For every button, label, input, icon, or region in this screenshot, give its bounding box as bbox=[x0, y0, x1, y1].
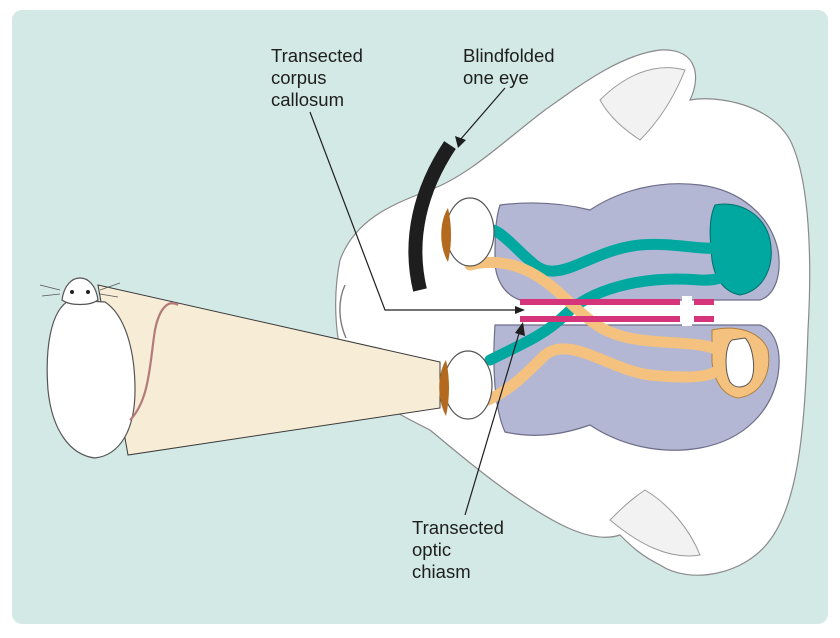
teal-optic-tract-upper bbox=[472, 222, 724, 277]
blindfold bbox=[408, 141, 456, 292]
chiasm-leader bbox=[464, 329, 521, 516]
callosum-upper-end bbox=[694, 299, 714, 305]
right-hemisphere bbox=[493, 324, 780, 451]
blindfold-leader bbox=[459, 87, 506, 141]
callosum-lower-end bbox=[694, 316, 714, 322]
orange-optic-tract-lower bbox=[482, 343, 721, 406]
leader-lines bbox=[309, 87, 525, 516]
chiasm-arrowhead bbox=[515, 322, 525, 336]
blindfold-arrowhead bbox=[455, 136, 466, 148]
optic-chiasm-label: Transected optic chiasm bbox=[412, 517, 509, 582]
lower-ear bbox=[609, 489, 701, 557]
blindfolded-label-line1: Blindfolded bbox=[463, 45, 555, 66]
optic-chiasm-label-line2: optic bbox=[412, 539, 451, 560]
rat-tail bbox=[129, 302, 179, 421]
callosum-lower bbox=[520, 316, 680, 322]
corpus-callosum-label: Transected corpus callosum bbox=[271, 45, 368, 110]
blindfolded-label: Blindfolded one eye bbox=[463, 45, 560, 88]
callosum-cut bbox=[682, 296, 692, 326]
corpus-callosum-label-line2: corpus bbox=[271, 67, 327, 88]
upper-ear bbox=[599, 67, 686, 141]
rat-body bbox=[46, 299, 136, 459]
callosum-upper bbox=[520, 299, 680, 305]
corpus-callosum bbox=[520, 296, 714, 326]
lower-eyeball bbox=[443, 350, 493, 420]
upper-iris bbox=[441, 208, 451, 262]
upper-eyeball bbox=[445, 197, 495, 267]
lower-iris bbox=[439, 360, 449, 416]
corpus-callosum-label-line3: callosum bbox=[271, 89, 344, 110]
rat-head bbox=[61, 277, 99, 306]
cortex-rat-image bbox=[725, 337, 755, 388]
rat-stimulus bbox=[39, 277, 179, 459]
corpus-callosum-label-line1: Transected bbox=[271, 45, 363, 66]
upper-eye bbox=[441, 197, 495, 267]
rat-whiskers bbox=[39, 282, 121, 298]
blindfolded-label-line2: one eye bbox=[463, 67, 529, 88]
optic-chiasm-label-line3: chiasm bbox=[412, 561, 471, 582]
callosum-leader bbox=[309, 111, 515, 311]
cat-nose bbox=[339, 284, 347, 339]
optic-chiasm-label-line1: Transected bbox=[412, 517, 504, 538]
rat-eye-right bbox=[86, 290, 90, 294]
lower-eye bbox=[439, 350, 493, 420]
callosum-arrowhead bbox=[515, 306, 525, 314]
rat-eye-left bbox=[70, 290, 74, 294]
teal-optic-tract-crossing bbox=[484, 262, 741, 366]
